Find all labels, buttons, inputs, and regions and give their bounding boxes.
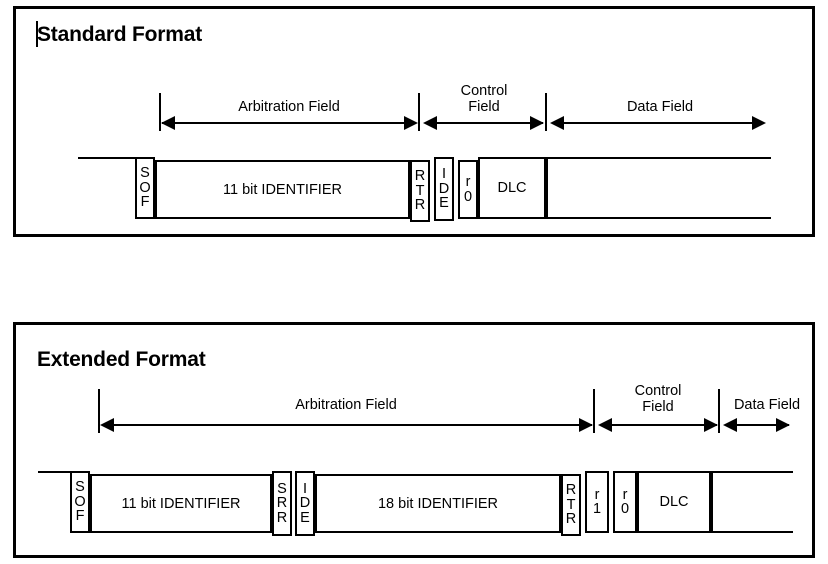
- arrowhead-right-data-ext: [776, 418, 790, 432]
- arrowhead-right-control-ext: [704, 418, 718, 432]
- frame-cell-r0-ext: r 0: [613, 471, 637, 533]
- frame-cell-r0: r 0: [458, 160, 478, 219]
- arrowhead-left-control: [423, 116, 437, 130]
- field-label-control: Control Field: [460, 83, 508, 115]
- arrowhead-left-arbitration: [161, 116, 175, 130]
- frame-cell-srr-ext: S R R: [272, 471, 292, 536]
- frame-cell-rtr-ext-label: R T R: [565, 482, 577, 528]
- frame-cell-dlc-ext: DLC: [637, 471, 711, 533]
- frame-cell-r0-ext-label: r 0: [620, 486, 630, 517]
- arrowhead-left-control-ext: [598, 418, 612, 432]
- field-label-data: Data Field: [626, 99, 694, 115]
- title-caret-standard: [36, 21, 38, 47]
- frame-cell-r1-ext: r 1: [585, 471, 609, 533]
- frame-cell-data: [546, 157, 771, 219]
- panel-title-extended: Extended Format: [37, 348, 206, 371]
- boundary-tick-arbitration-start: [159, 93, 161, 131]
- frame-cell-r0-label: r 0: [463, 174, 473, 205]
- standard-format-panel: Standard Format Arbitration Field Contro…: [13, 6, 815, 237]
- idle-stub-line: [78, 157, 136, 159]
- frame-cell-identifier-18-ext-label: 18 bit IDENTIFIER: [377, 495, 499, 512]
- boundary-tick-arbitration-start-ext: [98, 389, 100, 433]
- boundary-tick-control-end-ext: [718, 389, 720, 433]
- arrowhead-right-data: [752, 116, 766, 130]
- frame-cell-identifier-11-ext: 11 bit IDENTIFIER: [90, 474, 272, 533]
- arrow-line-data-ext: [725, 424, 789, 426]
- frame-cell-data-ext: [711, 471, 793, 533]
- frame-cell-identifier-11-label: 11 bit IDENTIFIER: [223, 181, 342, 198]
- frame-cell-identifier-18-ext: 18 bit IDENTIFIER: [315, 474, 561, 533]
- frame-cell-dlc-ext-label: DLC: [659, 494, 689, 510]
- arrow-line-data: [552, 122, 764, 124]
- frame-cell-ide: I D E: [434, 157, 454, 221]
- field-label-data-ext: Data Field: [733, 397, 801, 413]
- frame-cell-rtr-label: R T R: [414, 168, 426, 214]
- arrow-line-control: [425, 122, 543, 124]
- frame-cell-identifier-11: 11 bit IDENTIFIER: [155, 160, 410, 219]
- field-label-arbitration-ext: Arbitration Field: [295, 397, 397, 413]
- boundary-tick-control-end: [545, 93, 547, 131]
- field-label-arbitration: Arbitration Field: [238, 99, 340, 115]
- arrow-line-control-ext: [600, 424, 717, 426]
- frame-cell-ide-ext: I D E: [295, 471, 315, 536]
- idle-stub-line-ext: [38, 471, 71, 473]
- frame-cell-sof-label: S O F: [139, 165, 151, 211]
- frame-cell-r1-ext-label: r 1: [592, 486, 602, 517]
- frame-cell-sof-ext: S O F: [70, 471, 90, 533]
- frame-cell-identifier-11-ext-label: 11 bit IDENTIFIER: [121, 495, 241, 512]
- boundary-tick-arbitration-end: [418, 93, 420, 131]
- frame-cell-sof-ext-label: S O F: [74, 479, 86, 525]
- frame-cell-sof: S O F: [135, 157, 155, 219]
- frame-cell-rtr-ext: R T R: [561, 474, 581, 536]
- arrowhead-left-data-ext: [723, 418, 737, 432]
- frame-cell-dlc: DLC: [478, 157, 546, 219]
- arrow-line-arbitration-ext: [102, 424, 592, 426]
- arrowhead-left-data: [550, 116, 564, 130]
- extended-format-panel: Extended Format Arbitration Field Contro…: [13, 322, 815, 558]
- frame-cell-rtr: R T R: [410, 160, 430, 222]
- frame-cell-dlc-label: DLC: [497, 180, 527, 196]
- frame-cell-ide-ext-label: I D E: [299, 480, 311, 526]
- arrow-line-arbitration: [162, 122, 416, 124]
- panel-title-standard: Standard Format: [37, 23, 203, 46]
- field-label-control-ext: Control Field: [634, 383, 682, 415]
- arrowhead-right-arbitration: [404, 116, 418, 130]
- arrowhead-right-arbitration-ext: [579, 418, 593, 432]
- boundary-tick-arbitration-end-ext: [593, 389, 595, 433]
- frame-cell-ide-label: I D E: [438, 166, 450, 212]
- frame-cell-srr-ext-label: S R R: [276, 480, 288, 526]
- arrowhead-right-control: [530, 116, 544, 130]
- arrowhead-left-arbitration-ext: [100, 418, 114, 432]
